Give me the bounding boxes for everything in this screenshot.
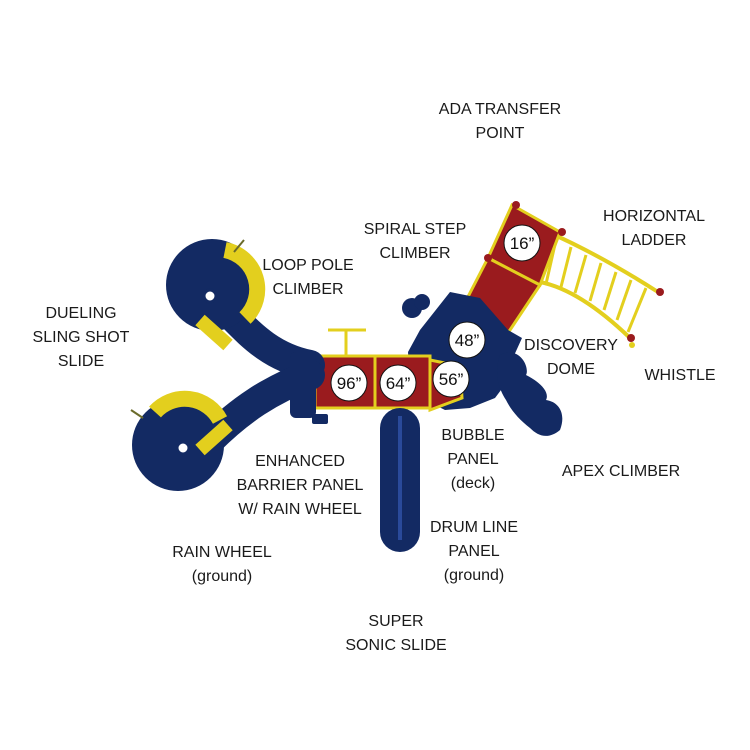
label-apex-climber: APEX CLIMBER [561, 463, 681, 480]
horizontal-ladder-structure [539, 230, 664, 348]
svg-text:48”: 48” [455, 331, 480, 350]
super-sonic-slide-structure [380, 408, 420, 552]
label-whistle: WHISTLE [644, 367, 716, 384]
deck-height-badges: 16” 48” 96” 64” 56” [330, 224, 541, 402]
label-rain-wheel: RAIN WHEEL(ground) [172, 544, 272, 585]
svg-text:64”: 64” [386, 374, 411, 393]
deck-height-96: 96” [330, 364, 368, 402]
svg-text:56”: 56” [439, 370, 464, 389]
slide-exit-hood [290, 352, 328, 424]
deck-height-48: 48” [448, 321, 486, 359]
deck-height-64: 64” [379, 364, 417, 402]
svg-text:16”: 16” [510, 234, 535, 253]
deck-height-56: 56” [432, 360, 470, 398]
apex-climber-structure [497, 352, 563, 436]
svg-text:96”: 96” [337, 374, 362, 393]
deck-height-16: 16” [503, 224, 541, 262]
